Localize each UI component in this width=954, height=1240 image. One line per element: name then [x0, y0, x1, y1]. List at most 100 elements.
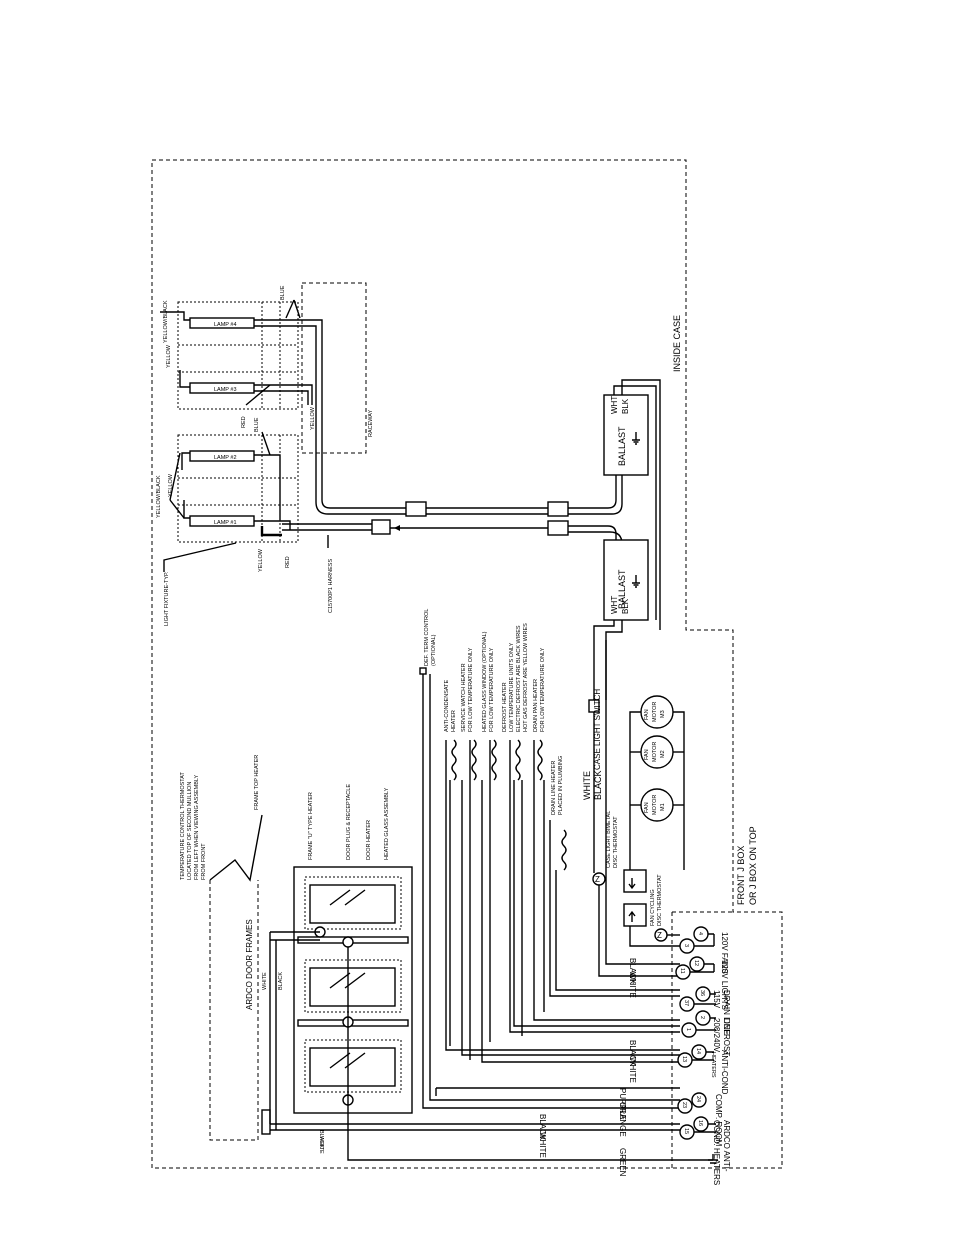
- fan-motor-m3: FAN MOTOR M3: [640, 695, 674, 729]
- temp-sensor-note-1: TEMPERATURE CONTROL THERMOSTAT: [180, 771, 186, 880]
- ardco-white-label: WHITE: [538, 1132, 547, 1158]
- svg-text:DEFROST: DEFROST: [722, 1018, 731, 1056]
- svg-text:(OPTIONAL): (OPTIONAL): [431, 634, 437, 666]
- svg-text:LAMP #2: LAMP #2: [214, 455, 237, 461]
- svg-text:BALLAST: BALLAST: [617, 569, 627, 609]
- svg-text:1: 1: [685, 1028, 691, 1031]
- wire-label-yellow-bottom-b: YELLOW: [258, 548, 264, 572]
- ardco-door-frames-label: ARDCO DOOR FRAMES: [245, 919, 254, 1010]
- terminal-group-comp-room: 23 24 COMP. ROOM: [677, 1092, 723, 1147]
- lamp-2: LAMP #2: [189, 450, 255, 462]
- svg-text:DRAIN PAN HEATER: DRAIN PAN HEATER: [533, 679, 539, 732]
- light-fixture-bottom: [177, 434, 299, 543]
- svg-text:FAN: FAN: [644, 709, 650, 720]
- svg-text:4: 4: [697, 932, 703, 935]
- frame-top-heater-label: FRAME TOP HEATER: [254, 755, 260, 810]
- svg-text:LAMP #4: LAMP #4: [214, 322, 237, 328]
- svg-text:Z: Z: [595, 875, 600, 884]
- svg-text:120V FANS: 120V FANS: [720, 932, 729, 974]
- svg-text:BLK: BLK: [621, 598, 630, 614]
- inside-case-label: INSIDE CASE: [672, 315, 682, 372]
- svg-text:FAN: FAN: [644, 802, 650, 813]
- terminal-group-lights: 11 12 120V LIGHTS: [675, 956, 729, 1010]
- svg-text:FOR LOW TEMPERATURE ONLY: FOR LOW TEMPERATURE ONLY: [540, 647, 546, 732]
- raceway-label: RACEWAY: [368, 409, 374, 437]
- lamp-wiring: [160, 299, 323, 537]
- svg-text:HEATER: HEATER: [451, 710, 457, 732]
- svg-text:13: 13: [681, 1056, 687, 1062]
- svg-text:WHT: WHT: [610, 596, 619, 614]
- svg-text:36: 36: [699, 990, 705, 996]
- wire-label-red-bottom: RED: [285, 556, 291, 568]
- svg-text:ANTI-CONDENSATE: ANTI-CONDENSATE: [444, 680, 450, 732]
- case-boundary: [151, 159, 783, 1169]
- door-black-bottom-label: BLACK: [318, 1130, 324, 1148]
- svg-text:BALLAST: BALLAST: [617, 426, 627, 466]
- fan-motor-m2: FAN MOTOR M2: [640, 735, 674, 769]
- wire-label-blue-mid: BLUE: [254, 417, 260, 432]
- svg-text:MOTOR: MOTOR: [652, 795, 658, 815]
- terminal-group-drain-line: 37 36 DRAIN LINE 115V: [679, 986, 731, 1035]
- ballast-harness: [282, 475, 623, 545]
- svg-text:15: 15: [683, 1128, 689, 1134]
- ardco-black-label: BLACK: [538, 1114, 547, 1141]
- main-wiring: Z: [588, 640, 680, 977]
- purple-label: PURPLE: [618, 1088, 627, 1120]
- wire-label-blue-top: BLUE: [280, 285, 286, 300]
- svg-text:FOR LOW TEMPERATURE ONLY: FOR LOW TEMPERATURE ONLY: [489, 647, 495, 732]
- svg-text:WHT: WHT: [610, 396, 619, 414]
- door-frames: [209, 814, 718, 1164]
- svg-text:BLK: BLK: [621, 398, 630, 414]
- fan-cycling-thermostat-2: DISC THERMOSTAT: [657, 874, 663, 926]
- svg-text:115V: 115V: [712, 990, 721, 1009]
- svg-text:12: 12: [693, 960, 699, 966]
- svg-text:M3: M3: [660, 710, 666, 718]
- svg-text:37: 37: [683, 1000, 689, 1006]
- svg-text:FOR LOW TEMPERATURE ONLY: FOR LOW TEMPERATURE ONLY: [468, 647, 474, 732]
- svg-text:DRAIN LINE HEATER: DRAIN LINE HEATER: [551, 761, 557, 815]
- svg-text:COMP. ROOM: COMP. ROOM: [714, 1094, 723, 1147]
- svg-text:DEF. TERM CONTROL: DEF. TERM CONTROL: [424, 609, 430, 666]
- svg-text:ARDCO ANTI-: ARDCO ANTI-: [722, 1120, 731, 1172]
- svg-text:3: 3: [683, 944, 689, 947]
- svg-text:SERVICE WATCH HEATER: SERVICE WATCH HEATER: [461, 663, 467, 732]
- svg-text:HEATERS: HEATERS: [710, 1052, 716, 1078]
- terminal-group-fans: 3 4 120V FANS: [679, 926, 729, 974]
- svg-text:2: 2: [699, 1016, 705, 1019]
- svg-text:ELECTRIC DEFROST ARE BLACK WIR: ELECTRIC DEFROST ARE BLACK WIRES: [516, 625, 522, 732]
- anticond-white-label: WHITE: [628, 1057, 637, 1083]
- raceway: [301, 282, 367, 454]
- svg-text:LAMP #1: LAMP #1: [214, 520, 237, 526]
- terminal-group-ardco: 15 16 ARDCO ANTI- COND. HEATERS: [679, 1116, 731, 1185]
- wire-label-red-mid: RED: [241, 416, 247, 428]
- wire-black-vertical: BLACK: [593, 770, 603, 800]
- svg-text:LAMP #3: LAMP #3: [214, 387, 237, 393]
- door-plug-label: DOOR PLUG & RECEPTACLE: [346, 784, 352, 860]
- door-black-label: BLACK: [278, 972, 284, 990]
- door-white-bottom-label: WHITE: [318, 1136, 324, 1154]
- ballast-top: BALLAST WHT BLK: [603, 394, 649, 476]
- case-light-thermostat-2: DISC THERMOSTAT: [613, 816, 619, 868]
- terminal-block: 3 4 120V FANS 11 12 120V LIGHTS 37 36 DR…: [675, 926, 731, 1185]
- terminal-group-anti-cond: 13 14 ANTI-COND HEATERS: [677, 1044, 729, 1095]
- light-fixture-label: LIGHT FIXTURE-TYP.: [164, 571, 170, 626]
- svg-text:14: 14: [695, 1048, 701, 1054]
- wire-label-yellow-bottom-a: YELLOW: [168, 473, 174, 497]
- heater-notes: ANTI-CONDENSATE HEATER SERVICE WATCH HEA…: [444, 623, 564, 815]
- svg-text:FAN: FAN: [644, 749, 650, 760]
- lamp-3: LAMP #3: [189, 382, 255, 394]
- ballast-bottom: BALLAST WHT BLK: [603, 539, 649, 621]
- defrost-term-control: DEF. TERM CONTROL (OPTIONAL): [419, 609, 680, 1109]
- svg-text:DRAIN LINE: DRAIN LINE: [722, 990, 731, 1035]
- svg-text:23: 23: [681, 1102, 687, 1108]
- defrost-black-label: BLACK: [628, 1040, 637, 1067]
- svg-text:M1: M1: [660, 803, 666, 811]
- case-light-thermostat-1: CASE LIGHT BIMETAL: [606, 811, 612, 868]
- temp-sensor-note-4: FROM FRONT: [201, 843, 207, 880]
- svg-text:24: 24: [695, 1096, 701, 1102]
- lamp-1: LAMP #1: [189, 515, 255, 527]
- wire-label-yellow-mid: YELLOW: [310, 406, 316, 430]
- svg-text:DEFROST HEATER: DEFROST HEATER: [502, 682, 508, 732]
- svg-text:Z: Z: [657, 931, 662, 940]
